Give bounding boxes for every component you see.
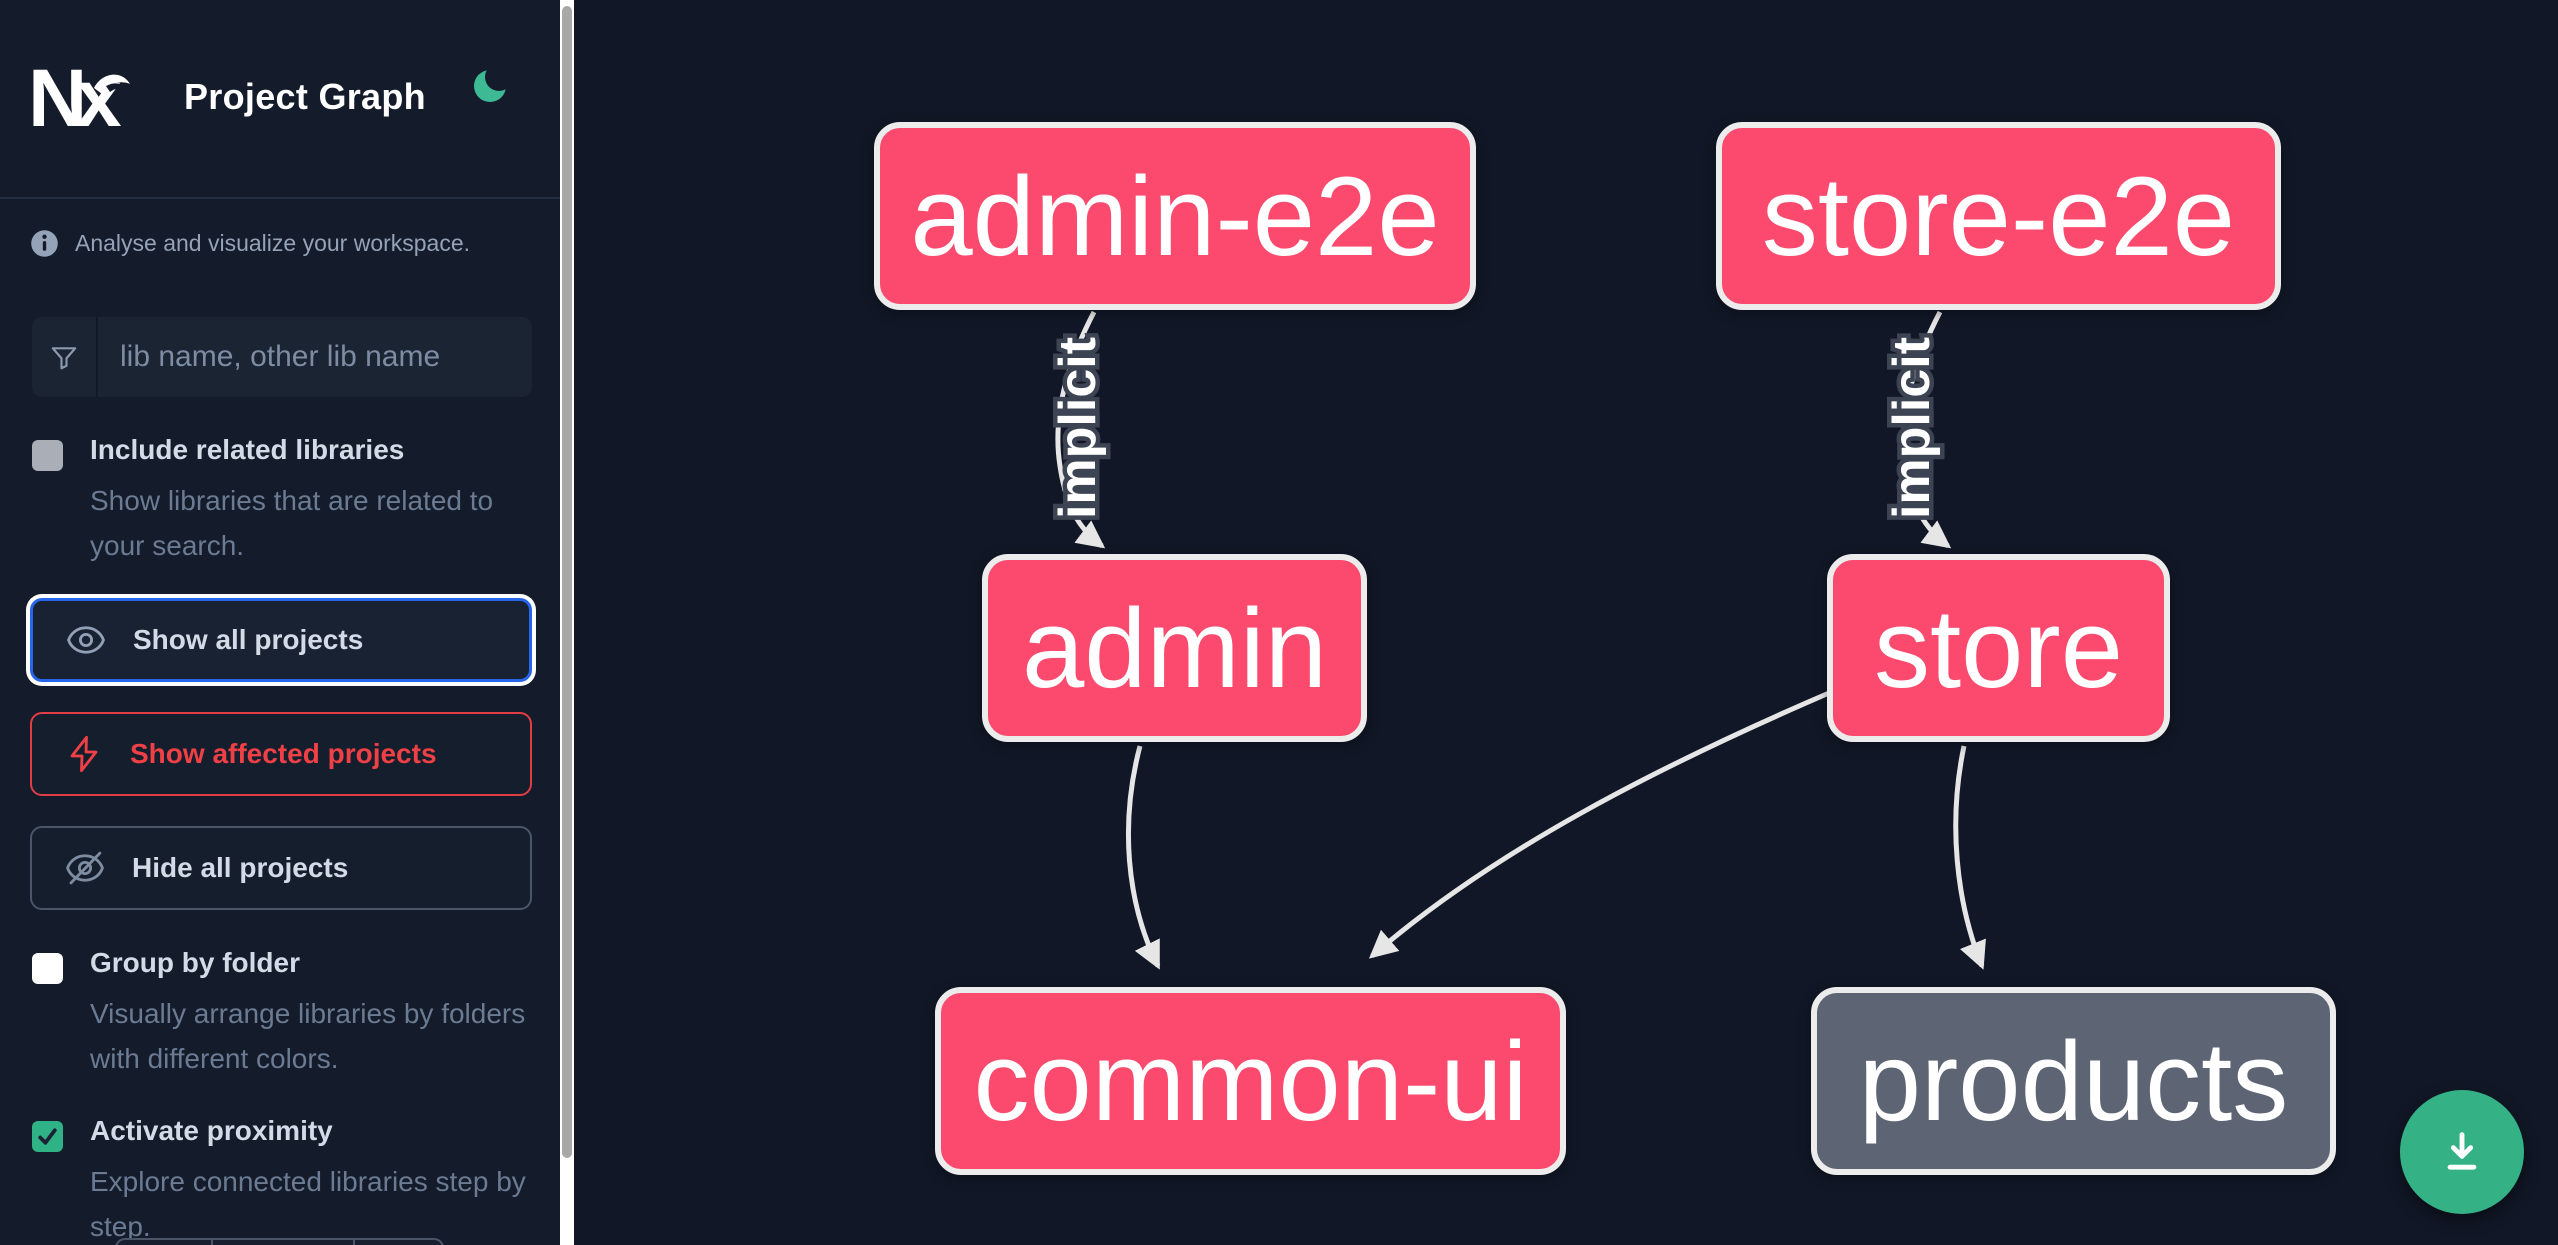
edge-label-implicit-1[interactable]: implicit <box>1045 332 1112 523</box>
download-icon <box>2447 1132 2477 1170</box>
info-icon <box>31 230 58 257</box>
edge-store-to-products <box>1953 745 1986 970</box>
edge-admin-to-common-ui <box>1125 745 1161 970</box>
edge-store-e2e-to-store <box>1901 310 1952 549</box>
node-store-e2e[interactable]: store-e2e <box>1716 122 2281 310</box>
eye-off-icon <box>66 851 104 885</box>
sidebar-header: N x Project Graph <box>0 0 560 197</box>
bolt-icon <box>70 735 98 773</box>
segment-button-2[interactable] <box>213 1240 355 1245</box>
node-admin-e2e[interactable]: admin-e2e <box>874 122 1476 310</box>
show-affected-projects-button[interactable]: Show affected projects <box>30 712 532 796</box>
nx-logo-icon: N x <box>28 56 130 140</box>
node-store[interactable]: store <box>1827 554 2170 742</box>
include-related-checkbox[interactable] <box>32 440 63 471</box>
node-products[interactable]: products <box>1811 987 2336 1175</box>
node-admin[interactable]: admin <box>982 554 1367 742</box>
sidebar-scrollbar-track <box>560 0 574 1245</box>
svg-text:N: N <box>28 56 87 140</box>
hide-all-projects-button[interactable]: Hide all projects <box>30 826 532 910</box>
activate-proximity-label: Activate proximity <box>90 1115 333 1146</box>
group-by-folder-description: Visually arrange libraries by folders wi… <box>90 998 526 1074</box>
funnel-icon <box>32 317 98 397</box>
project-graph-canvas[interactable]: implicit implicit admin-e2e store-e2e ad… <box>574 0 2558 1245</box>
segment-button-1[interactable] <box>117 1240 213 1245</box>
node-common-ui[interactable]: common-ui <box>935 987 1566 1175</box>
show-all-projects-button[interactable]: Show all projects <box>30 598 532 682</box>
dependency-edges: implicit implicit <box>1045 310 1986 970</box>
edge-admin-e2e-to-admin <box>1055 310 1106 549</box>
include-related-label: Include related libraries <box>90 434 405 465</box>
activate-proximity-description: Explore connected libraries step by step… <box>90 1166 526 1242</box>
download-graph-button[interactable] <box>2400 1090 2524 1214</box>
header-divider <box>0 197 560 199</box>
sidebar-scrollbar-thumb[interactable] <box>562 6 572 1158</box>
theme-toggle-button[interactable] <box>472 63 513 106</box>
checkmark-icon <box>38 1128 57 1145</box>
include-related-description: Show libraries that are related to your … <box>90 485 494 561</box>
workspace-tagline: Analyse and visualize your workspace. <box>30 229 470 258</box>
page-title: Project Graph <box>184 76 426 117</box>
proximity-step-control <box>115 1238 444 1245</box>
show-all-projects-label: Show all projects <box>133 624 364 655</box>
sidebar: N x Project Graph Analyse and visualize … <box>0 0 574 1245</box>
moon-icon <box>474 63 513 102</box>
segment-button-3[interactable] <box>355 1240 440 1245</box>
edge-store-to-common-ui <box>1368 687 1837 959</box>
activate-proximity-checkbox[interactable] <box>32 1121 63 1152</box>
svg-text:x: x <box>76 56 122 140</box>
tagline-text: Analyse and visualize your workspace. <box>75 230 471 256</box>
show-affected-projects-label: Show affected projects <box>130 738 437 769</box>
group-by-folder-label: Group by folder <box>90 947 300 978</box>
hide-all-projects-label: Hide all projects <box>132 852 349 883</box>
edge-label-implicit-2[interactable]: implicit <box>1879 332 1946 523</box>
search-box <box>32 317 532 397</box>
eye-icon <box>67 626 105 654</box>
group-by-folder-checkbox[interactable] <box>32 953 63 984</box>
filter-input[interactable] <box>98 317 532 397</box>
